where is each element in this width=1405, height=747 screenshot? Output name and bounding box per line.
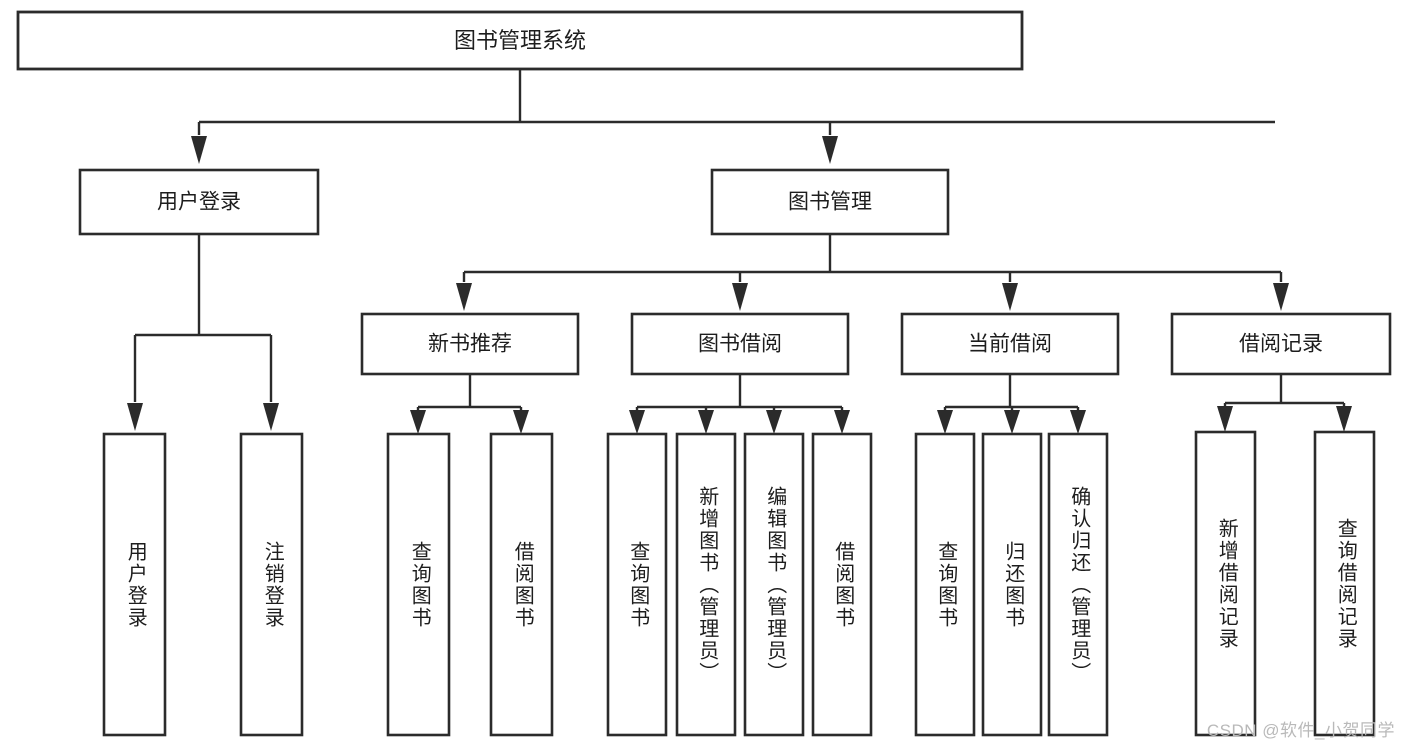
arrow-head-icon [1002, 283, 1018, 311]
arrow-head-icon [263, 403, 279, 431]
arrow-head-icon [629, 410, 645, 434]
leaf-box-borrow-book-1[interactable] [489, 432, 554, 737]
arrow-head-icon [698, 410, 714, 434]
leaf-box-query-borrow-record[interactable] [1313, 430, 1376, 737]
book-management-label: 图书管理 [788, 191, 872, 214]
leaf-box-edit-book-admin[interactable] [743, 432, 805, 737]
leaf-box-user-login[interactable] [102, 432, 167, 737]
node-new-book-recommend[interactable]: 新书推荐 [360, 312, 580, 376]
root-label: 图书管理系统 [454, 28, 586, 53]
node-borrow-record[interactable]: 借阅记录 [1170, 312, 1392, 376]
arrow-head-icon [937, 410, 953, 434]
node-book-borrow[interactable]: 图书借阅 [630, 312, 850, 376]
borrow-record-label: 借阅记录 [1239, 333, 1323, 356]
watermark-text: CSDN @软件_小贺同学 [1206, 721, 1395, 740]
node-current-borrow[interactable]: 当前借阅 [900, 312, 1120, 376]
root-box [16, 10, 1024, 71]
arrow-head-icon [822, 136, 838, 164]
new-book-recommend-label: 新书推荐 [428, 333, 512, 356]
connector-user-login-to-leaves [127, 234, 279, 431]
leaf-box-add-book-admin[interactable] [675, 432, 737, 737]
current-borrow-box [900, 312, 1120, 376]
arrow-head-icon [766, 410, 782, 434]
arrow-head-icon [1336, 406, 1352, 432]
connector-new-book-recommend-to-leaves [410, 374, 529, 434]
arrow-head-icon [1273, 283, 1289, 311]
arrow-head-icon [1070, 410, 1086, 434]
arrow-head-icon [191, 136, 207, 164]
leaf-box-add-borrow-record[interactable] [1194, 430, 1257, 737]
leaf-box-borrow-book-2[interactable] [811, 432, 873, 737]
node-root[interactable]: 图书管理系统 [16, 10, 1024, 71]
arrow-head-icon [732, 283, 748, 311]
connector-root-to-level2 [191, 69, 1275, 164]
connector-book-management-to-level3 [456, 234, 1289, 311]
book-borrow-label: 图书借阅 [698, 333, 782, 356]
leaf-box-query-book-2[interactable] [606, 432, 668, 737]
user-login-box [78, 168, 320, 236]
current-borrow-label: 当前借阅 [968, 333, 1052, 356]
leaf-box-return-book[interactable] [981, 432, 1043, 737]
new-book-recommend-box [360, 312, 580, 376]
arrow-head-icon [127, 403, 143, 431]
node-user-login[interactable]: 用户登录 [78, 168, 320, 236]
arrow-head-icon [1217, 406, 1233, 432]
leaf-box-query-book-1[interactable] [386, 432, 451, 737]
arrow-head-icon [513, 410, 529, 434]
user-login-label: 用户登录 [157, 191, 241, 214]
arrow-head-icon [1004, 410, 1020, 434]
arrow-head-icon [410, 410, 426, 434]
leaf-box-confirm-return-admin[interactable] [1047, 432, 1109, 737]
leaf-box-logout-login[interactable] [239, 432, 304, 737]
node-book-management[interactable]: 图书管理 [710, 168, 950, 236]
connector-current-borrow-to-leaves [937, 374, 1086, 434]
arrow-head-icon [834, 410, 850, 434]
arrow-head-icon [456, 283, 472, 311]
connector-borrow-record-to-leaves [1217, 374, 1352, 432]
leaf-box-query-book-3[interactable] [914, 432, 976, 737]
connector-book-borrow-to-leaves [629, 374, 850, 434]
